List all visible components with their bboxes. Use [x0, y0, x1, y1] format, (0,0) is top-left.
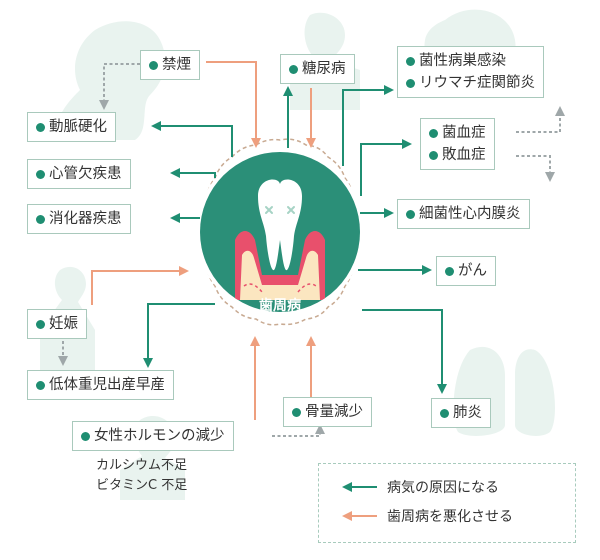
node-bacteremia-sepsis: 菌血症 敗血症: [420, 118, 495, 170]
arrow-bacteremia-to-bacterial: [516, 106, 565, 133]
bullet-dot: [406, 78, 415, 88]
node-infection-rheumatism: 菌性病巣感染 リウマチ症関節炎: [397, 46, 544, 98]
bullet-dot: [36, 169, 45, 179]
node-endocarditis: 細菌性心内膜炎: [397, 199, 530, 229]
bullet-dot: [36, 380, 45, 390]
arrow-female-hormone-to-bone-loss: [272, 424, 325, 437]
node-label: 細菌性心内膜炎: [419, 206, 521, 222]
bullet-dot: [36, 122, 45, 132]
legend: 病気の原因になる 歯周病を悪化させる: [318, 463, 576, 543]
node-label: 敗血症: [442, 147, 486, 163]
node-bone-loss: 骨量減少: [283, 397, 372, 427]
inflammation-line: [243, 283, 317, 293]
node-diabetes: 糖尿病: [280, 54, 355, 84]
bullet-dot: [429, 128, 438, 138]
node-label: 糖尿病: [302, 61, 346, 77]
bullet-dot: [36, 214, 45, 224]
arrow-to-heart-disease: [170, 168, 216, 178]
arrow-to-bacterial-disease: [342, 85, 394, 166]
node-pregnancy: 妊娠: [27, 309, 87, 339]
node-label: 禁煙: [162, 57, 191, 73]
bullet-dot: [406, 56, 415, 66]
legend-worsen-label: 歯周病を悪化させる: [387, 509, 513, 525]
periodontal-disease-center: [196, 138, 364, 326]
node-label: 骨量減少: [305, 404, 363, 420]
bullet-dot: [292, 407, 301, 417]
node-low-birth-weight: 低体重児出産早産: [27, 370, 174, 400]
tooth-eyes: [265, 206, 295, 214]
node-label: 菌血症: [442, 125, 486, 141]
node-arteriosclerosis: 動脈硬化: [27, 112, 116, 142]
node-label: 消化器疾患: [49, 211, 122, 227]
arrow-to-low-birth-weight: [143, 303, 215, 368]
bullet-dot: [36, 319, 45, 329]
bullet-dot: [81, 431, 90, 441]
node-pneumonia: 肺炎: [431, 398, 491, 428]
node-heart-disease: 心管欠疾患: [27, 159, 131, 189]
node-smoking: 禁煙: [140, 50, 200, 80]
arrow-to-pneumonia: [362, 309, 447, 394]
node-label: 動脈硬化: [49, 119, 107, 135]
center-label: 歯周病: [259, 298, 301, 314]
bullet-dot: [440, 408, 449, 418]
arrow-from-pregnancy: [91, 266, 189, 305]
bullet-dot: [429, 150, 438, 160]
arrow-to-bacteremia: [360, 139, 412, 196]
smoker-silhouette: [57, 21, 166, 140]
node-label: 妊娠: [49, 316, 78, 332]
node-label: 菌性病巣感染: [419, 53, 506, 69]
bullet-dot: [289, 64, 298, 74]
note-vitamin-c: ビタミンC 不足: [96, 478, 188, 493]
node-label: がん: [458, 263, 487, 279]
connector-arrows: [58, 61, 565, 521]
node-cancer: がん: [436, 256, 496, 286]
bullet-dot: [445, 266, 454, 276]
legend-cause-label: 病気の原因になる: [387, 480, 499, 496]
bullet-dot: [149, 60, 158, 70]
tooth-icon: [258, 179, 302, 271]
arrow-smoking-to-arteriosclerosis: [99, 63, 140, 110]
node-digestive-disease: 消化器疾患: [27, 204, 131, 234]
arrow-bacteremia-to-sepsis: [516, 155, 555, 182]
node-female-hormone: 女性ホルモンの減少: [72, 421, 234, 451]
arrow-from-smoking: [206, 61, 261, 148]
node-label: 低体重児出産早産: [49, 377, 165, 393]
node-label: 心管欠疾患: [49, 166, 122, 182]
bone-shape: [240, 250, 320, 300]
node-label: リウマチ症関節炎: [419, 75, 535, 91]
note-calcium: カルシウム不足: [96, 458, 188, 473]
node-label: 肺炎: [453, 405, 482, 421]
node-label: 女性ホルモンの減少: [94, 428, 225, 444]
arrow-to-arteriosclerosis: [151, 121, 233, 157]
bullet-dot: [406, 209, 415, 219]
